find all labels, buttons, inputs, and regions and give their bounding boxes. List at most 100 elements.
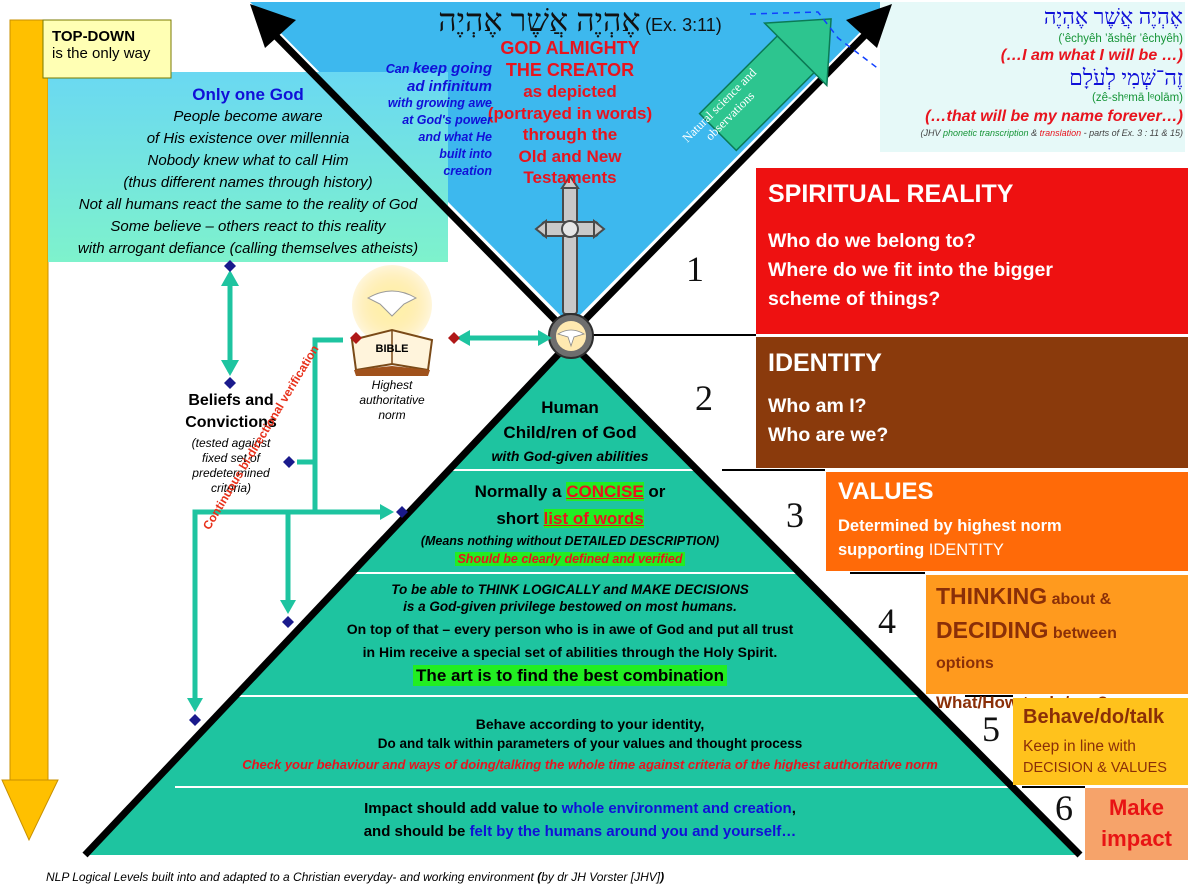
beliefs-title: Convictions: [185, 414, 277, 431]
only-one-god-title: Only one God: [192, 85, 304, 104]
identity-question: Who are we?: [768, 424, 889, 446]
spiritual-question: Where do we fit into the bigger: [768, 259, 1053, 281]
natural-science-arrow: [698, 18, 832, 152]
transcription-1: (’êchyêh ’ăshêr ’êchyêh): [1058, 33, 1183, 45]
god-almighty-line: as depicted: [523, 82, 617, 101]
level3-part: or: [643, 482, 666, 501]
pyramid-dividers: [175, 469, 1022, 788]
footer-part: NLP Logical Levels built into and adapte…: [46, 870, 538, 884]
bible-caption: Highest authoritative norm: [342, 378, 442, 423]
bible-icon: [350, 265, 434, 376]
note-part: &: [1028, 128, 1040, 138]
behave-line: Keep in line with: [1023, 738, 1136, 755]
translation-note: (JHV phonetic transcription & translatio…: [885, 128, 1184, 138]
dove-medallion-icon: [548, 313, 594, 359]
level-number-2: 2: [695, 378, 713, 418]
top-down-title: TOP-DOWN: [52, 28, 136, 45]
hebrew-title: אֶהְיֶה אֲשֶׁר אֶהְיֶה: [438, 2, 641, 38]
hebrew-line-2: זֶה־שְּׁמִי לְעֹלָם: [1069, 65, 1183, 90]
level6-part: Impact should add value to: [364, 800, 562, 817]
concise-highlight: CONCISE: [566, 482, 644, 501]
hebrew-line-1: אֶהְיֶה אֲשֶׁר אֶהְיֶה: [1043, 4, 1183, 29]
level-lines: [590, 334, 1085, 788]
god-line: (thus different names through history): [123, 174, 373, 191]
identity-title: IDENTITY: [768, 349, 882, 377]
level2-line: with God-given abilities: [491, 448, 649, 464]
god-line: Some believe – others react to this real…: [110, 218, 386, 235]
god-almighty-line: GOD ALMIGHTY: [500, 38, 640, 58]
level4-line: On top of that – every person who is in …: [346, 621, 794, 637]
level6-part: and should be: [363, 823, 470, 840]
top-down-box: [42, 19, 172, 79]
god-almighty-line: THE CREATOR: [505, 59, 635, 80]
god-almighty-text: GOD ALMIGHTY THE CREATOR as depicted (po…: [480, 38, 660, 189]
level4-line: To be able to THINK LOGICALLY and MAKE D…: [391, 582, 749, 597]
identity-question: Who am I?: [768, 395, 867, 417]
meaning-2: (…that will be my name forever…): [925, 108, 1183, 125]
keep-going-line: built into: [439, 147, 492, 161]
beliefs-caption: criteria): [210, 481, 251, 495]
deciding-title: DECIDING: [936, 617, 1049, 643]
beliefs-caption: predetermined: [192, 466, 270, 480]
level3-part: short: [496, 509, 544, 528]
connector-diamonds: [189, 260, 460, 726]
beliefs-title: Beliefs and: [188, 392, 274, 409]
bible-caption-line: authoritative: [359, 393, 425, 407]
beliefs-block: Beliefs and Convictions (tested against …: [172, 390, 290, 496]
panel-behave: Behave/do/talk Keep in line with DECISIO…: [1013, 698, 1188, 785]
list-of-words-highlight: list of words: [543, 509, 644, 528]
level4-text: To be able to THINK LOGICALLY and MAKE D…: [300, 581, 840, 686]
panel-impact: Make impact: [1085, 788, 1188, 860]
keep-going-line: and what He: [418, 130, 492, 144]
behave-title: Behave/do/talk: [1023, 706, 1165, 728]
bible-caption-line: norm: [378, 408, 406, 422]
level-number-6: 6: [1055, 788, 1073, 828]
beliefs-caption: fixed set of: [201, 451, 261, 465]
pyramid: [85, 342, 1080, 855]
deciding-suffix: between options: [936, 625, 1117, 672]
panel-thinking: THINKING about & DECIDING between option…: [926, 575, 1188, 712]
god-line: with arrogant defiance (calling themselv…: [77, 240, 419, 257]
note-part: translation: [1039, 128, 1082, 138]
level-number-5: 5: [982, 709, 1000, 749]
god-line: Nobody knew what to call Him: [147, 152, 349, 169]
spiritual-question: Who do we belong to?: [768, 230, 976, 252]
god-almighty-line: Testaments: [523, 168, 617, 187]
only-one-god-text: Only one God People become aware of His …: [55, 84, 441, 260]
level3-defined: Should be clearly defined and verified: [455, 552, 685, 566]
footer-part: by dr JH Vorster [JHV]: [541, 870, 661, 884]
meaning-1: (…I am what I will be …): [1000, 47, 1183, 64]
god-line: of His existence over millennia: [146, 130, 350, 147]
connector-arrows: [192, 276, 546, 705]
level5-line: Check your behaviour and ways of doing/t…: [242, 757, 938, 772]
note-part: - parts of Ex. 3 : 11 & 15): [1081, 128, 1183, 138]
bible-label: BIBLE: [375, 343, 409, 355]
top-down-subtitle: is the only way: [52, 45, 151, 62]
footer-part: ): [660, 870, 665, 884]
impact-line: Make: [1108, 795, 1165, 820]
panel-spiritual-reality: SPIRITUAL REALITY Who do we belong to? W…: [756, 168, 1188, 334]
level5-line: Behave according to your identity,: [475, 716, 705, 732]
keep-going-line: at God's power: [402, 113, 492, 127]
keep-going-prefix: Can: [385, 62, 413, 76]
level2-text: Human Child/ren of God with God-given ab…: [470, 395, 670, 467]
god-line: Not all humans react the same to the rea…: [78, 196, 418, 213]
spiritual-question: scheme of things?: [768, 288, 941, 310]
bible-caption-line: Highest: [371, 378, 413, 392]
level-number-3: 3: [786, 495, 804, 535]
level5-line: Do and talk within parameters of your va…: [377, 736, 803, 751]
level4-line: in Him receive a special set of abilitie…: [362, 644, 778, 660]
level-number-4: 4: [878, 601, 896, 641]
top-down-arrow: [1, 19, 59, 842]
god-line: People become aware: [173, 108, 323, 125]
level2-line: Human: [541, 398, 599, 417]
level4-line: is a God-given privilege bestowed on mos…: [403, 599, 737, 614]
level6-blue: felt by the humans around you and yourse…: [469, 823, 797, 840]
level5-text: Behave according to your identity, Do an…: [190, 714, 990, 776]
note-part: (JHV: [920, 128, 943, 138]
values-identity: IDENTITY: [928, 541, 1004, 559]
level6-part: ,: [791, 800, 796, 817]
level6-text: Impact should add value to whole environ…: [170, 798, 990, 844]
ad-infinitum: ad infinitum: [407, 78, 492, 95]
